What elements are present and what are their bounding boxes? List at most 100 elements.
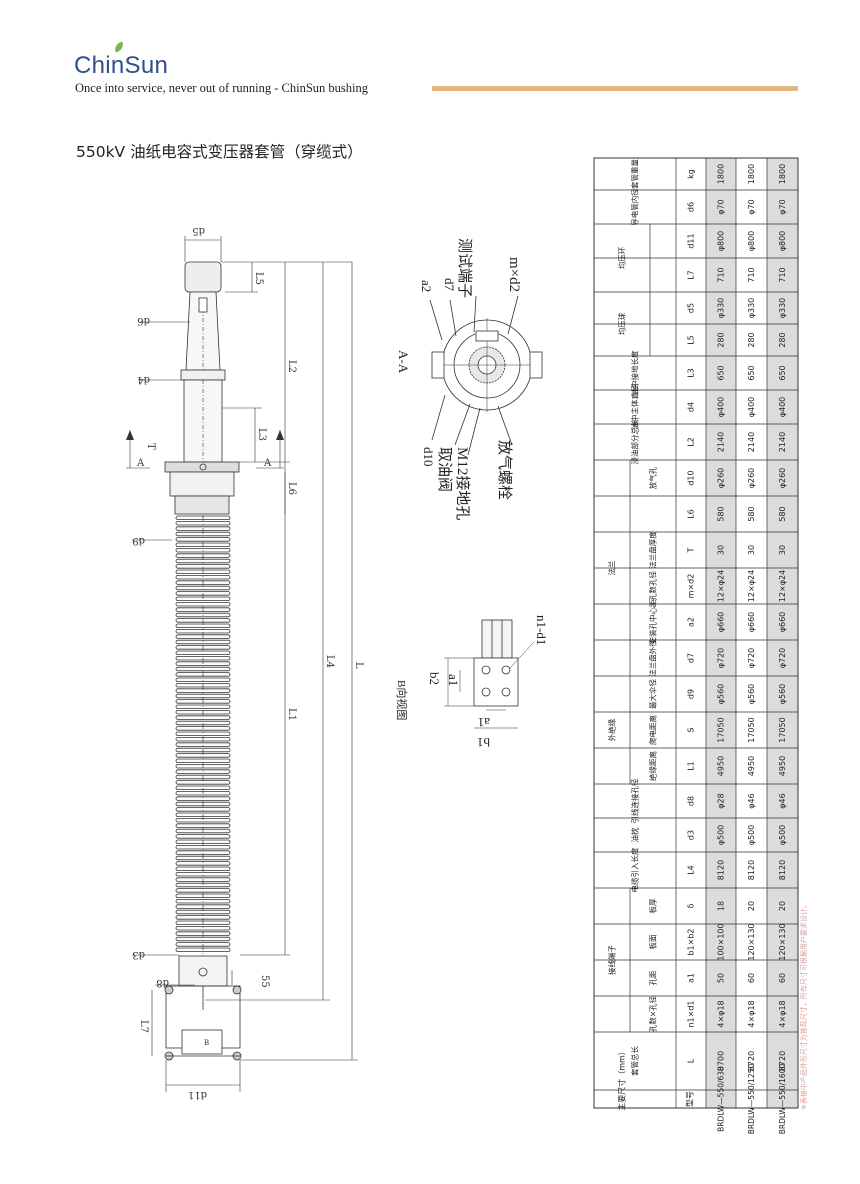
data-cell: 12×φ24 — [747, 570, 756, 602]
data-cell: φ400 — [778, 397, 787, 418]
data-cell: 650 — [747, 365, 756, 380]
symbol-cell: m×d2 — [687, 574, 696, 599]
porcelain-shed — [175, 926, 231, 931]
symbol-cell: n1×d1 — [687, 1000, 696, 1027]
group-header: 放气孔 — [648, 466, 658, 489]
data-cell: φ330 — [747, 298, 756, 319]
data-cell: 2140 — [717, 432, 726, 452]
data-cell: φ720 — [717, 648, 726, 669]
group-header: 均压球 — [617, 312, 627, 335]
group-header: 绝缘距离 — [648, 751, 658, 781]
data-cell: 12×φ24 — [717, 570, 726, 602]
data-cell: 17050 — [778, 717, 787, 742]
data-cell: 1800 — [717, 164, 726, 184]
data-cell: 710 — [747, 267, 756, 282]
data-cell: φ70 — [717, 199, 726, 214]
data-cell: 280 — [717, 332, 726, 347]
dim-L1: L1 — [286, 708, 297, 721]
callout-d10: d10 — [421, 447, 436, 467]
dim-L2: L2 — [286, 360, 297, 373]
data-cell: φ800 — [717, 231, 726, 252]
dim-L6: L6 — [286, 482, 297, 495]
data-cell: 8120 — [747, 860, 756, 880]
data-cell: 4×φ18 — [717, 1000, 726, 1027]
data-cell: 580 — [717, 506, 726, 521]
brand-tagline: Once into service, never out of running … — [75, 81, 369, 95]
data-cell: φ800 — [778, 231, 787, 252]
dim-L7: L7 — [138, 1020, 149, 1033]
data-cell: φ500 — [717, 825, 726, 846]
group-header: 孔数孔径 — [648, 571, 658, 601]
symbol-cell: d5 — [687, 303, 696, 313]
b-dim-b1: b1 — [477, 735, 490, 750]
group-header: 板厚 — [648, 898, 658, 913]
group-header: 板面 — [648, 934, 658, 949]
symbol-cell: L7 — [687, 270, 696, 280]
data-cell: 12×φ24 — [778, 570, 787, 602]
porcelain-shed — [175, 807, 231, 812]
b-view — [444, 619, 535, 729]
lower-porcelain-sheds — [175, 515, 231, 952]
data-cell: 30 — [747, 545, 756, 555]
data-cell: 280 — [747, 332, 756, 347]
dim-d4: d4 — [137, 374, 150, 385]
porcelain-shed — [175, 575, 231, 580]
data-cell: φ660 — [778, 612, 787, 633]
porcelain-shed — [175, 742, 231, 747]
data-cell: 2140 — [747, 432, 756, 452]
data-cell: 20 — [747, 901, 756, 911]
data-cell: φ330 — [778, 298, 787, 319]
data-cell: φ500 — [747, 825, 756, 846]
data-cell: 18 — [717, 901, 726, 911]
symbol-cell: d4 — [687, 402, 696, 412]
section-title: A-A — [396, 350, 411, 374]
symbol-cell: b1×b2 — [687, 928, 696, 955]
dim-d6: d6 — [137, 315, 150, 326]
porcelain-shed — [175, 677, 231, 682]
symbol-cell: L4 — [687, 865, 696, 875]
group-header: 套管总长 — [630, 1046, 640, 1076]
data-cell: φ560 — [778, 684, 787, 705]
data-cell: φ720 — [747, 648, 756, 669]
data-cell: φ260 — [747, 468, 756, 489]
group-header: 法兰 — [607, 560, 617, 575]
callout-m12-ground: M12接地孔 — [454, 447, 471, 520]
callout-d7: d7 — [442, 278, 457, 292]
data-cell: φ46 — [747, 793, 756, 808]
group-header: 法兰盘外径 — [648, 639, 658, 677]
symbol-cell: L5 — [687, 335, 696, 345]
symbol-cell: d9 — [687, 689, 696, 699]
group-header: 外绝缘 — [607, 718, 617, 741]
symbol-cell: L1 — [687, 761, 696, 771]
b-dim-a1: a1 — [446, 674, 461, 686]
dim-d9: d9 — [132, 535, 145, 546]
group-header: 套管重量 — [630, 159, 640, 189]
symbol-cell: L — [687, 1058, 696, 1063]
model-cell: BRDLW—550/1600 — [778, 1064, 787, 1135]
cut-label-right: A — [263, 458, 272, 469]
data-cell: 8720 — [747, 1051, 756, 1071]
data-cell: φ70 — [747, 199, 756, 214]
dim-L5: L5 — [253, 272, 264, 285]
symbol-cell: d10 — [687, 470, 696, 485]
symbol-cell: kg — [687, 169, 696, 179]
group-header: 爬电距离 — [648, 715, 658, 745]
bottom-end — [178, 955, 228, 987]
data-cell: 20 — [778, 901, 787, 911]
data-cell: 710 — [778, 267, 787, 282]
group-header: 均压环 — [617, 246, 627, 269]
group-header: 孔距 — [649, 970, 658, 985]
symbol-cell: δ — [687, 903, 696, 908]
table-footnote: ※表格中产品外形尺寸为推荐尺寸，所有尺寸可根据用户要求设计。 — [799, 901, 808, 1110]
data-cell: 4×φ18 — [778, 1000, 787, 1027]
dim-55: 55 — [259, 975, 270, 988]
data-cell: 1800 — [747, 164, 756, 184]
symbol-cell: L2 — [687, 437, 696, 447]
data-cell: φ70 — [778, 199, 787, 214]
data-cell: φ800 — [747, 231, 756, 252]
brand-name: ChinSun — [74, 52, 169, 79]
table-row-bg — [767, 158, 798, 1108]
data-cell: 650 — [717, 365, 726, 380]
data-cell: φ46 — [778, 793, 787, 808]
